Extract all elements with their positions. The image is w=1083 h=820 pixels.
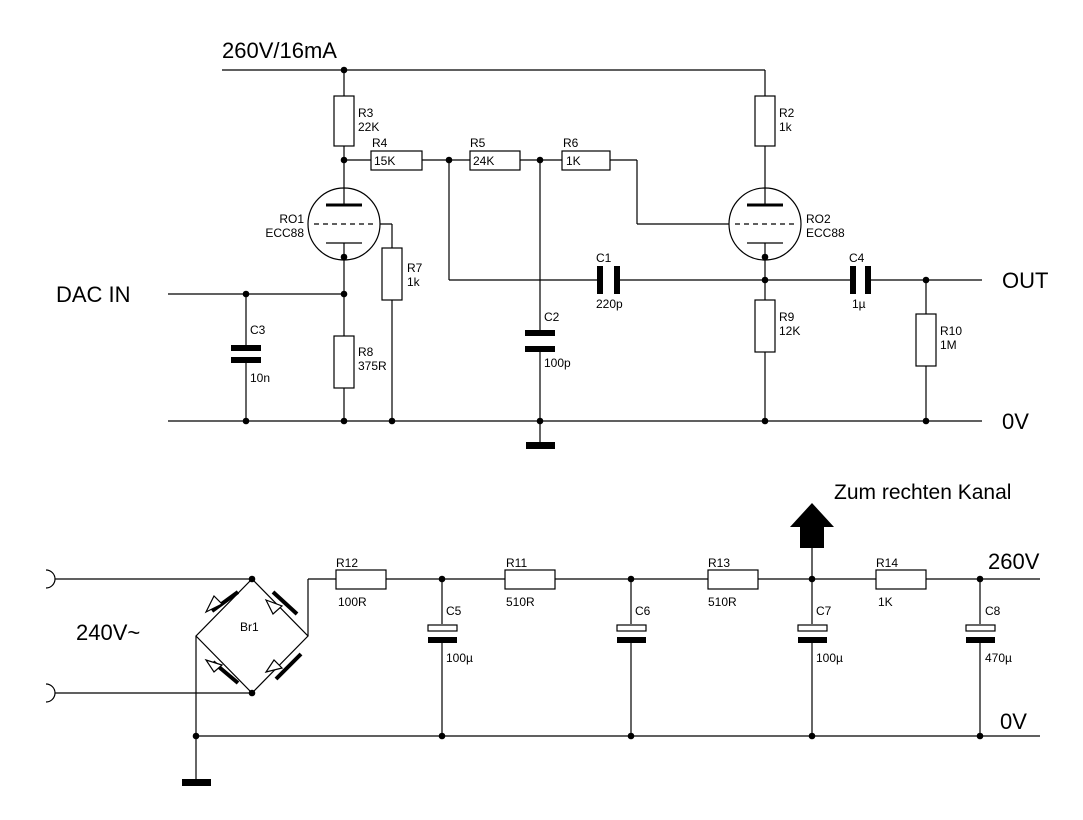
r3-value: 22K — [358, 120, 379, 134]
supply-label-top: 260V/16mA — [222, 38, 337, 63]
r14-value: 1K — [878, 595, 893, 609]
zero-v-label-bottom: 0V — [1000, 709, 1027, 734]
mains-label: 240V~ — [76, 620, 140, 645]
bridge-rectifier-br1 — [195, 578, 309, 694]
resistor-r3 — [333, 95, 355, 147]
resistor-r2 — [754, 95, 776, 147]
resistor-r10 — [915, 313, 937, 367]
r2-name: R2 — [779, 106, 795, 120]
br1-name: Br1 — [240, 620, 259, 634]
c6-name: C6 — [635, 604, 651, 618]
psu-junctions — [192, 575, 984, 740]
r11-name: R11 — [506, 556, 527, 570]
r5-name: R5 — [470, 136, 486, 150]
resistor-r9 — [754, 299, 776, 353]
r4-value: 15K — [374, 154, 395, 168]
ro2-value: ECC88 — [806, 226, 845, 240]
resistor-r11 — [504, 569, 556, 590]
r7-name: R7 — [407, 261, 423, 275]
zum-rechten-kanal-label: Zum rechten Kanal — [834, 481, 1011, 504]
r2-value: 1k — [779, 120, 793, 134]
out-label: OUT — [1002, 268, 1048, 293]
r11-value: 510R — [506, 595, 535, 609]
ground-symbol-psu — [182, 779, 211, 786]
r6-value: 1K — [566, 154, 581, 168]
c4-value: 1µ — [852, 297, 866, 311]
r12-name: R12 — [336, 556, 358, 570]
r4-name: R4 — [372, 136, 388, 150]
c2-name: C2 — [544, 310, 560, 324]
r9-name: R9 — [779, 310, 795, 324]
tube-ro1 — [307, 187, 381, 261]
amplifier-junctions — [242, 66, 930, 425]
c4-name: C4 — [849, 251, 865, 265]
r13-value: 510R — [708, 595, 737, 609]
resistor-r14 — [875, 569, 927, 590]
c8-value: 470µ — [985, 651, 1012, 665]
r9-value: 12K — [779, 324, 800, 338]
c7-value: 100µ — [816, 651, 843, 665]
capacitor-c5 — [427, 624, 458, 643]
ground-symbol-amp — [526, 442, 555, 449]
c2-value: 100p — [544, 356, 571, 370]
c3-name: C3 — [250, 323, 266, 337]
r8-value: 375R — [358, 359, 387, 373]
tube-ro2 — [728, 187, 802, 261]
r12-value: 100R — [338, 595, 367, 609]
r7-value: 1k — [407, 275, 421, 289]
ro2-name: RO2 — [806, 212, 831, 226]
resistor-r8 — [333, 335, 355, 389]
capacitor-c2 — [525, 330, 555, 352]
r8-name: R8 — [358, 345, 374, 359]
r10-name: R10 — [940, 324, 962, 338]
arrow-up-icon — [790, 503, 834, 548]
resistor-r13 — [707, 569, 759, 590]
capacitor-c7 — [797, 624, 828, 643]
dac-in-label: DAC IN — [56, 282, 131, 307]
r6-name: R6 — [563, 136, 579, 150]
capacitor-c3 — [231, 345, 261, 363]
resistor-r12 — [335, 569, 387, 590]
v260-label: 260V — [988, 549, 1040, 574]
ro1-name: RO1 — [279, 212, 304, 226]
capacitor-c8 — [965, 624, 996, 643]
r14-name: R14 — [876, 556, 898, 570]
c3-value: 10n — [250, 371, 270, 385]
capacitor-c1 — [597, 266, 620, 294]
resistor-r6 — [561, 150, 611, 171]
ro1-value: ECC88 — [265, 226, 304, 240]
c1-name: C1 — [596, 251, 612, 265]
r10-value: 1M — [940, 338, 957, 352]
capacitor-c6 — [616, 624, 647, 643]
c1-value: 220p — [596, 297, 623, 311]
amplifier-wiring — [168, 69, 982, 444]
resistor-r7 — [381, 247, 403, 301]
c8-name: C8 — [985, 604, 1001, 618]
resistor-r4 — [370, 150, 423, 171]
resistor-r5 — [469, 150, 521, 171]
c5-name: C5 — [446, 604, 462, 618]
c7-name: C7 — [816, 604, 832, 618]
r3-name: R3 — [358, 106, 374, 120]
r13-name: R13 — [708, 556, 730, 570]
r5-value: 24K — [473, 154, 494, 168]
zero-v-label-top: 0V — [1002, 409, 1029, 434]
capacitor-c4 — [850, 266, 871, 294]
c5-value: 100µ — [446, 651, 473, 665]
